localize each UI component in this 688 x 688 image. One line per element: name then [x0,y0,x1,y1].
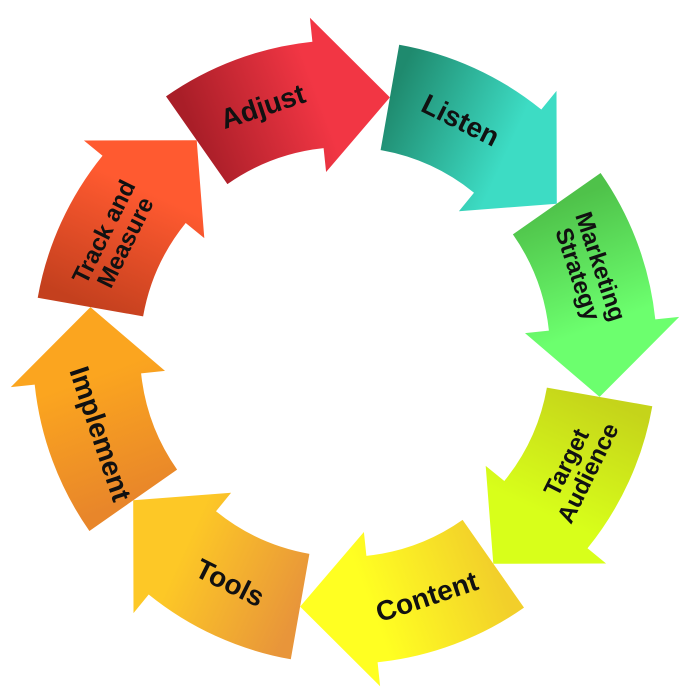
cycle-arrow-segment [10,307,178,531]
cycle-arrow-segment [133,492,310,660]
cycle-arrow-segment [166,17,390,185]
cycle-arrow-segment [512,173,680,397]
cycle-arrow-segment [300,519,524,687]
cycle-arrow-segment [380,44,557,212]
cycle-arrow-segment [485,387,653,564]
cycle-arrow-segment [37,140,205,317]
